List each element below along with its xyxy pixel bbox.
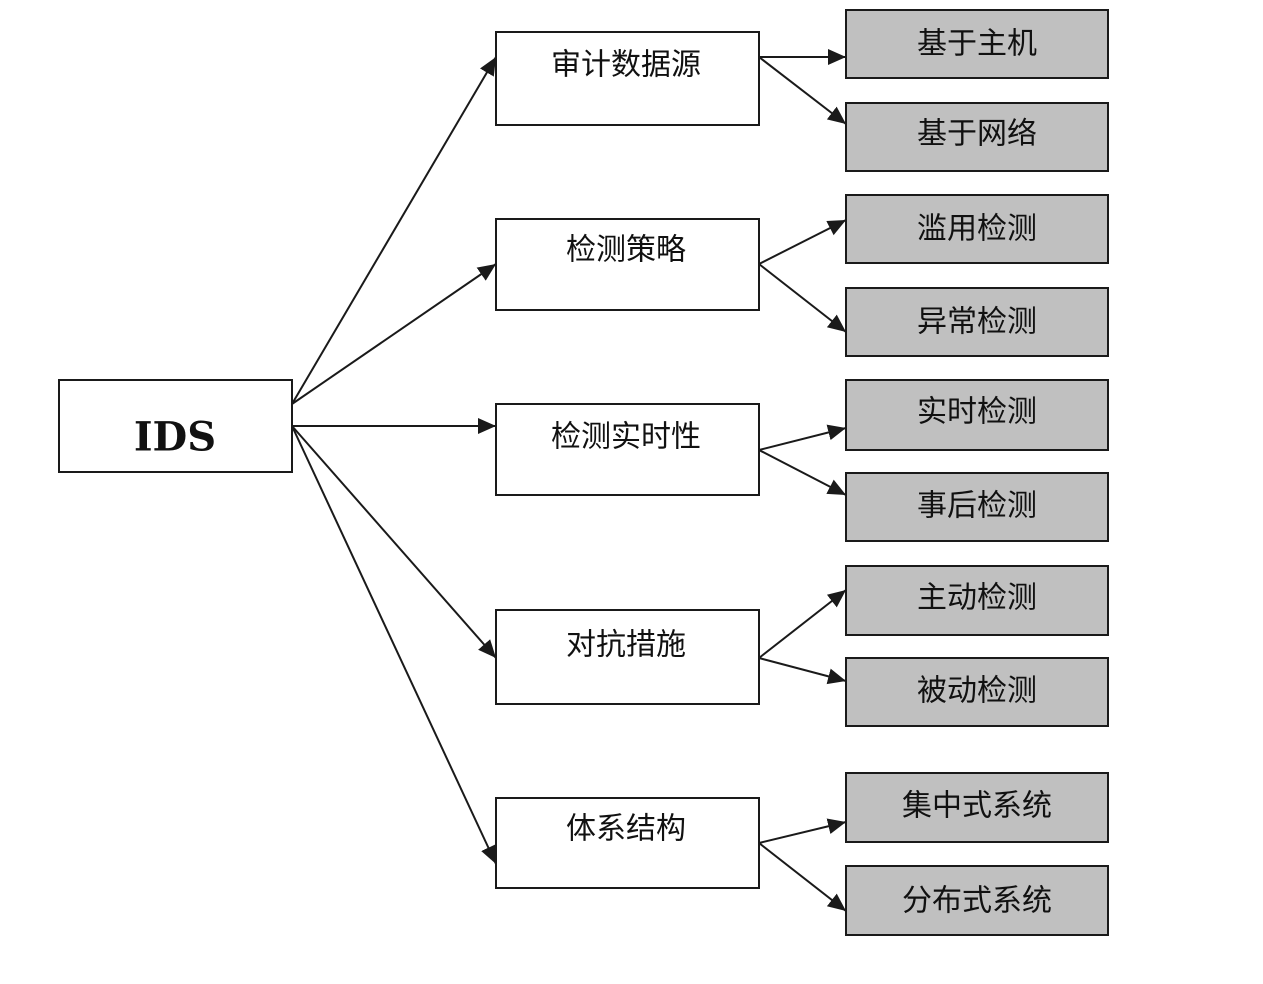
leaf-label: 基于主机 (917, 27, 1037, 62)
connector-arrow (758, 657, 847, 685)
leaf-node: 事后检测 (845, 472, 1109, 542)
leaf-label: 集中式系统 (902, 789, 1052, 824)
category-node-architecture: 体系结构 (495, 797, 760, 889)
leaf-label: 实时检测 (917, 395, 1037, 430)
category-node-detection-strategy: 检测策略 (495, 218, 760, 311)
connector-arrow (758, 449, 847, 496)
root-label: IDS (134, 414, 216, 461)
leaf-label: 滥用检测 (917, 212, 1037, 247)
connector-arrow (758, 842, 847, 912)
edges-layer (291, 49, 847, 912)
connector-arrow (758, 424, 847, 451)
category-label: 体系结构 (566, 812, 686, 847)
connector-arrow (291, 56, 497, 405)
leaf-node: 被动检测 (845, 657, 1109, 727)
category-node-realtime: 检测实时性 (495, 403, 760, 496)
leaf-node: 实时检测 (845, 379, 1109, 451)
connector-arrow (758, 219, 847, 265)
connector-arrow (758, 589, 847, 659)
leaf-label: 被动检测 (917, 674, 1037, 709)
leaf-node: 主动检测 (845, 565, 1109, 636)
category-node-audit-source: 审计数据源 (495, 31, 760, 126)
root-node: IDS (58, 379, 293, 473)
category-label: 对抗措施 (566, 628, 686, 663)
leaf-node: 集中式系统 (845, 772, 1109, 843)
leaf-label: 主动检测 (917, 581, 1037, 616)
leaf-label: 异常检测 (917, 305, 1037, 340)
leaf-label: 基于网络 (917, 117, 1037, 152)
category-label: 检测实时性 (551, 420, 701, 455)
leaf-node: 滥用检测 (845, 194, 1109, 264)
connector-arrow (758, 263, 847, 333)
leaf-label: 事后检测 (917, 489, 1037, 524)
connector-arrow (291, 263, 497, 405)
leaf-node: 异常检测 (845, 287, 1109, 357)
leaf-node: 分布式系统 (845, 865, 1109, 936)
connector-arrow (758, 56, 847, 125)
leaf-node: 基于网络 (845, 102, 1109, 172)
connector-arrow (291, 425, 497, 659)
category-label: 检测策略 (566, 233, 686, 268)
connector-arrow (758, 818, 847, 844)
leaf-node: 基于主机 (845, 9, 1109, 79)
leaf-label: 分布式系统 (902, 884, 1052, 919)
connector-arrow (291, 425, 497, 865)
category-label: 审计数据源 (551, 48, 701, 83)
category-node-countermeasures: 对抗措施 (495, 609, 760, 705)
